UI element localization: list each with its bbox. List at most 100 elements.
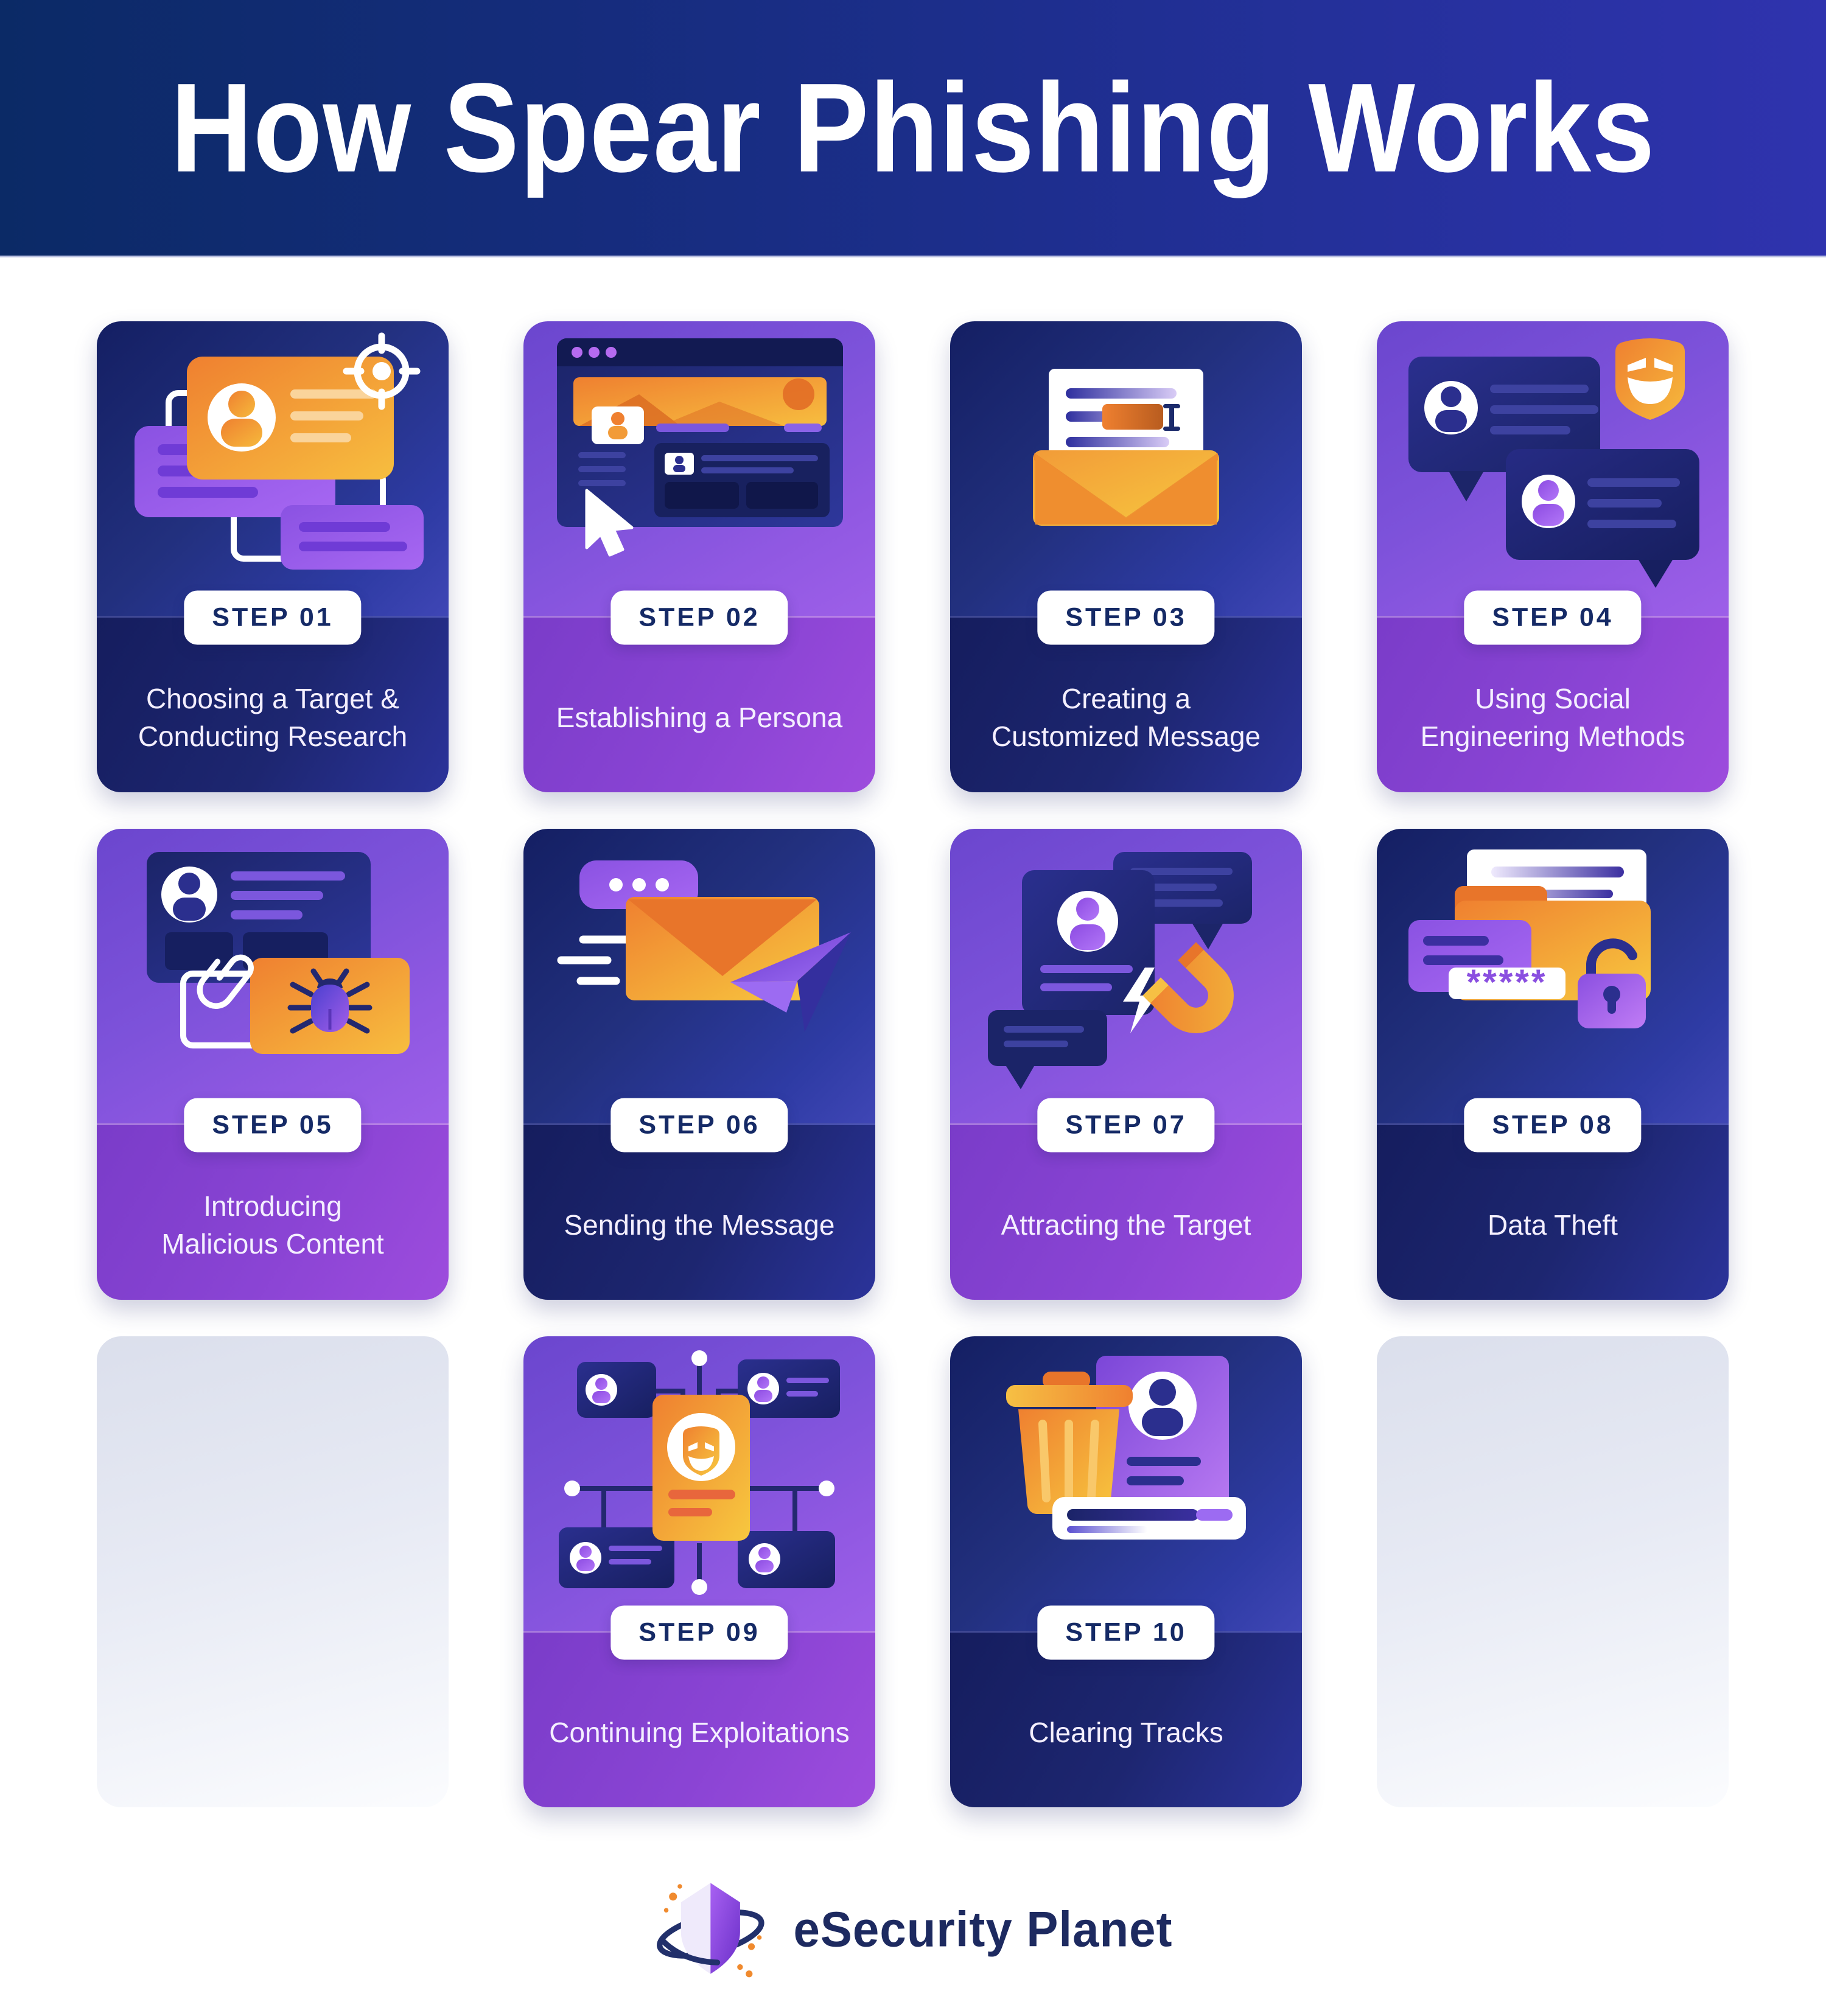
illustration-sending-message (523, 829, 875, 1123)
caption-area: STEP 04 Using Social Engineering Methods (1377, 590, 1729, 792)
shield-right (710, 1883, 740, 1974)
step-badge: STEP 05 (184, 1098, 362, 1153)
step-card-04: STEP 04 Using Social Engineering Methods (1377, 321, 1729, 792)
paperclip-bug-attachment-icon (147, 852, 410, 1054)
page-title: How Spear Phishing Works (170, 57, 1656, 198)
folder-password-padlock-icon: ***** (1408, 849, 1651, 1028)
caption-area: STEP 03 Creating a Customized Message (950, 590, 1302, 792)
step-badge-label: STEP 07 (1065, 1110, 1187, 1140)
step-badge-label: STEP 03 (1065, 602, 1187, 632)
step-badge: STEP 06 (610, 1098, 788, 1153)
step-badge-label: STEP 04 (1492, 602, 1614, 632)
brand-name: eSecurity Planet (793, 1900, 1173, 1957)
illustration-target-research (97, 321, 449, 616)
person-icon (178, 873, 200, 895)
step-card-02: STEP 02 Establishing a Persona (523, 321, 875, 792)
illustration-data-theft: ***** (1377, 829, 1729, 1123)
step-badge: STEP 04 (1464, 590, 1642, 645)
password-field (1449, 968, 1565, 999)
speed-lines (557, 935, 632, 985)
chat-bubbles-evil-mask-icon (1408, 338, 1699, 588)
step-badge-label: STEP 08 (1492, 1110, 1614, 1140)
step-caption: Choosing a Target & Conducting Research (138, 682, 408, 752)
step-card-08: ***** STEP 08 Data Theft (1377, 829, 1729, 1300)
illustration-customized-message (950, 321, 1302, 616)
step-caption: Introducing Malicious Content (161, 1190, 384, 1260)
steps-grid: STEP 01 Choosing a Target & Conducting R… (97, 321, 1729, 1807)
step-caption: Creating a Customized Message (991, 682, 1261, 752)
password-mask-text: ***** (1467, 963, 1548, 1002)
envelope-flap (628, 899, 817, 976)
evil-mask-icon (683, 1426, 719, 1476)
open-padlock-icon (1578, 938, 1646, 1028)
crosshair-icon (343, 332, 421, 410)
profile-card-crosshair-target-icon (135, 332, 424, 570)
step-badge: STEP 10 (1037, 1605, 1215, 1660)
open-envelope-letter-icon (1033, 369, 1219, 526)
magnet-icon (1142, 942, 1234, 1033)
step-badge: STEP 01 (184, 590, 362, 645)
envelope-paper-plane-icon (557, 860, 851, 1032)
text-cursor-icon (1163, 404, 1180, 431)
person-icon (1076, 898, 1099, 921)
step-badge-label: STEP 09 (638, 1617, 760, 1647)
chat-bubble (281, 505, 424, 570)
browser-titlebar (557, 338, 843, 366)
step-badge: STEP 03 (1037, 590, 1215, 645)
illustration-clearing-tracks (950, 1336, 1302, 1631)
esecurity-planet-logo-icon (656, 1883, 764, 1978)
empty-card-placeholder (97, 1336, 449, 1807)
paperclip-icon (197, 954, 254, 1009)
step-card-01: STEP 01 Choosing a Target & Conducting R… (97, 321, 449, 792)
caption-area: STEP 02 Establishing a Persona (523, 590, 875, 792)
trash-profile-document-icon (1006, 1356, 1246, 1540)
cursor-arrow-icon (585, 489, 634, 557)
person-icon (611, 412, 624, 425)
paper-plane-icon (730, 932, 851, 1032)
step-card-03: STEP 03 Creating a Customized Message (950, 321, 1302, 792)
step-badge-label: STEP 02 (638, 602, 760, 632)
step-caption: Data Theft (1488, 1209, 1618, 1241)
caption-area: STEP 06 Sending the Message (523, 1098, 875, 1300)
caption-area: STEP 10 Clearing Tracks (950, 1605, 1302, 1807)
step-badge: STEP 07 (1037, 1098, 1215, 1153)
empty-card-placeholder (1377, 1336, 1729, 1807)
caption-area: STEP 01 Choosing a Target & Conducting R… (97, 590, 449, 792)
footer-brand: eSecurity Planet (0, 1850, 1826, 2008)
lightning-bolt-icon (1123, 968, 1156, 1033)
step-badge-label: STEP 05 (212, 1110, 334, 1140)
illustration-attracting-target (950, 829, 1302, 1123)
illustration-continuing-exploitations (523, 1336, 875, 1631)
sun-icon (783, 378, 814, 410)
person-icon (1441, 386, 1461, 407)
step-card-05: STEP 05 Introducing Malicious Content (97, 829, 449, 1300)
caption-area: STEP 09 Continuing Exploitations (523, 1605, 875, 1807)
evil-mask-icon (1615, 338, 1685, 420)
highlighted-text (1102, 404, 1163, 430)
person-icon (228, 391, 255, 417)
envelope-front-flap (1035, 454, 1217, 525)
magnet-lightning-profile-icon (988, 852, 1252, 1089)
chat-bubble (988, 1010, 1107, 1066)
illustration-malicious-content (97, 829, 449, 1123)
person-icon (1538, 480, 1559, 501)
step-badge: STEP 08 (1464, 1098, 1642, 1153)
step-caption: Continuing Exploitations (549, 1716, 850, 1748)
illustration-persona (523, 321, 875, 616)
illustration-social-engineering (1377, 321, 1729, 616)
step-badge-label: STEP 10 (1065, 1617, 1187, 1647)
step-caption: Clearing Tracks (1029, 1716, 1223, 1748)
network-evil-mask-icon (559, 1350, 840, 1595)
step-caption: Using Social Engineering Methods (1420, 682, 1685, 752)
step-card-09: STEP 09 Continuing Exploitations (523, 1336, 875, 1807)
step-badge: STEP 02 (610, 590, 788, 645)
trash-can-icon (1006, 1372, 1133, 1515)
header-banner: How Spear Phishing Works (0, 0, 1826, 256)
step-card-10: STEP 10 Clearing Tracks (950, 1336, 1302, 1807)
caption-area: STEP 08 Data Theft (1377, 1098, 1729, 1300)
step-badge-label: STEP 01 (212, 602, 334, 632)
caption-area: STEP 07 Attracting the Target (950, 1098, 1302, 1300)
step-caption: Sending the Message (564, 1209, 835, 1241)
step-badge-label: STEP 06 (638, 1110, 760, 1140)
